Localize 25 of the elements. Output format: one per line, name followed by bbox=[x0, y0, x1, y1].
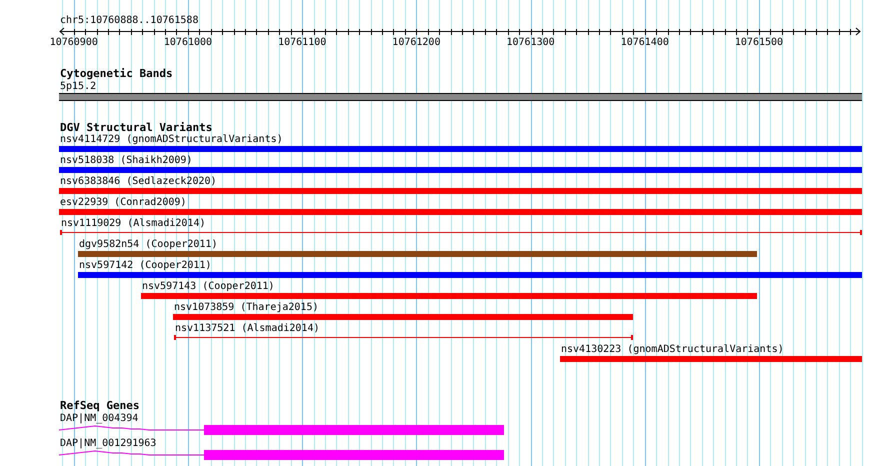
gene-label: DAP|NM_001291963 bbox=[60, 438, 156, 449]
variant-label: dgv9582n54 (Cooper2011) bbox=[79, 239, 218, 250]
track-title: Cytogenetic Bands bbox=[60, 68, 173, 79]
variant-label: nsv4114729 (gnomADStructuralVariants) bbox=[60, 134, 283, 145]
tick-label: 10761400 bbox=[620, 37, 669, 48]
variant-label: nsv597143 (Cooper2011) bbox=[142, 281, 274, 292]
coordinate-range: chr5:10760888..10761588 bbox=[60, 15, 198, 26]
variant-label: nsv4130223 (gnomADStructuralVariants) bbox=[561, 344, 784, 355]
variant-label: nsv518038 (Shaikh2009) bbox=[60, 155, 192, 166]
tick-label: 10761100 bbox=[278, 37, 326, 48]
variant-label: nsv597142 (Cooper2011) bbox=[79, 260, 212, 271]
tick-label: 10760900 bbox=[50, 37, 98, 48]
variant-label: nsv6383846 (Sedlazeck2020) bbox=[60, 176, 217, 187]
track-title: DGV Structural Variants bbox=[60, 122, 212, 133]
variant-label: nsv1137521 (Alsmadi2014) bbox=[175, 323, 320, 334]
band-label: 5p15.2 bbox=[60, 81, 96, 92]
variant-label: nsv1119029 (Alsmadi2014) bbox=[61, 218, 206, 229]
tick-label: 10761500 bbox=[734, 37, 784, 48]
tick-label: 10761200 bbox=[392, 37, 440, 48]
track-title: RefSeq Genes bbox=[60, 400, 140, 411]
tick-label: 10761300 bbox=[506, 37, 555, 48]
gene-label: DAP|NM_004394 bbox=[60, 413, 138, 424]
tick-label: 10761000 bbox=[164, 37, 212, 48]
variant-label: nsv1073859 (Thareja2015) bbox=[174, 302, 318, 313]
variant-label: esv22939 (Conrad2009) bbox=[60, 197, 186, 208]
